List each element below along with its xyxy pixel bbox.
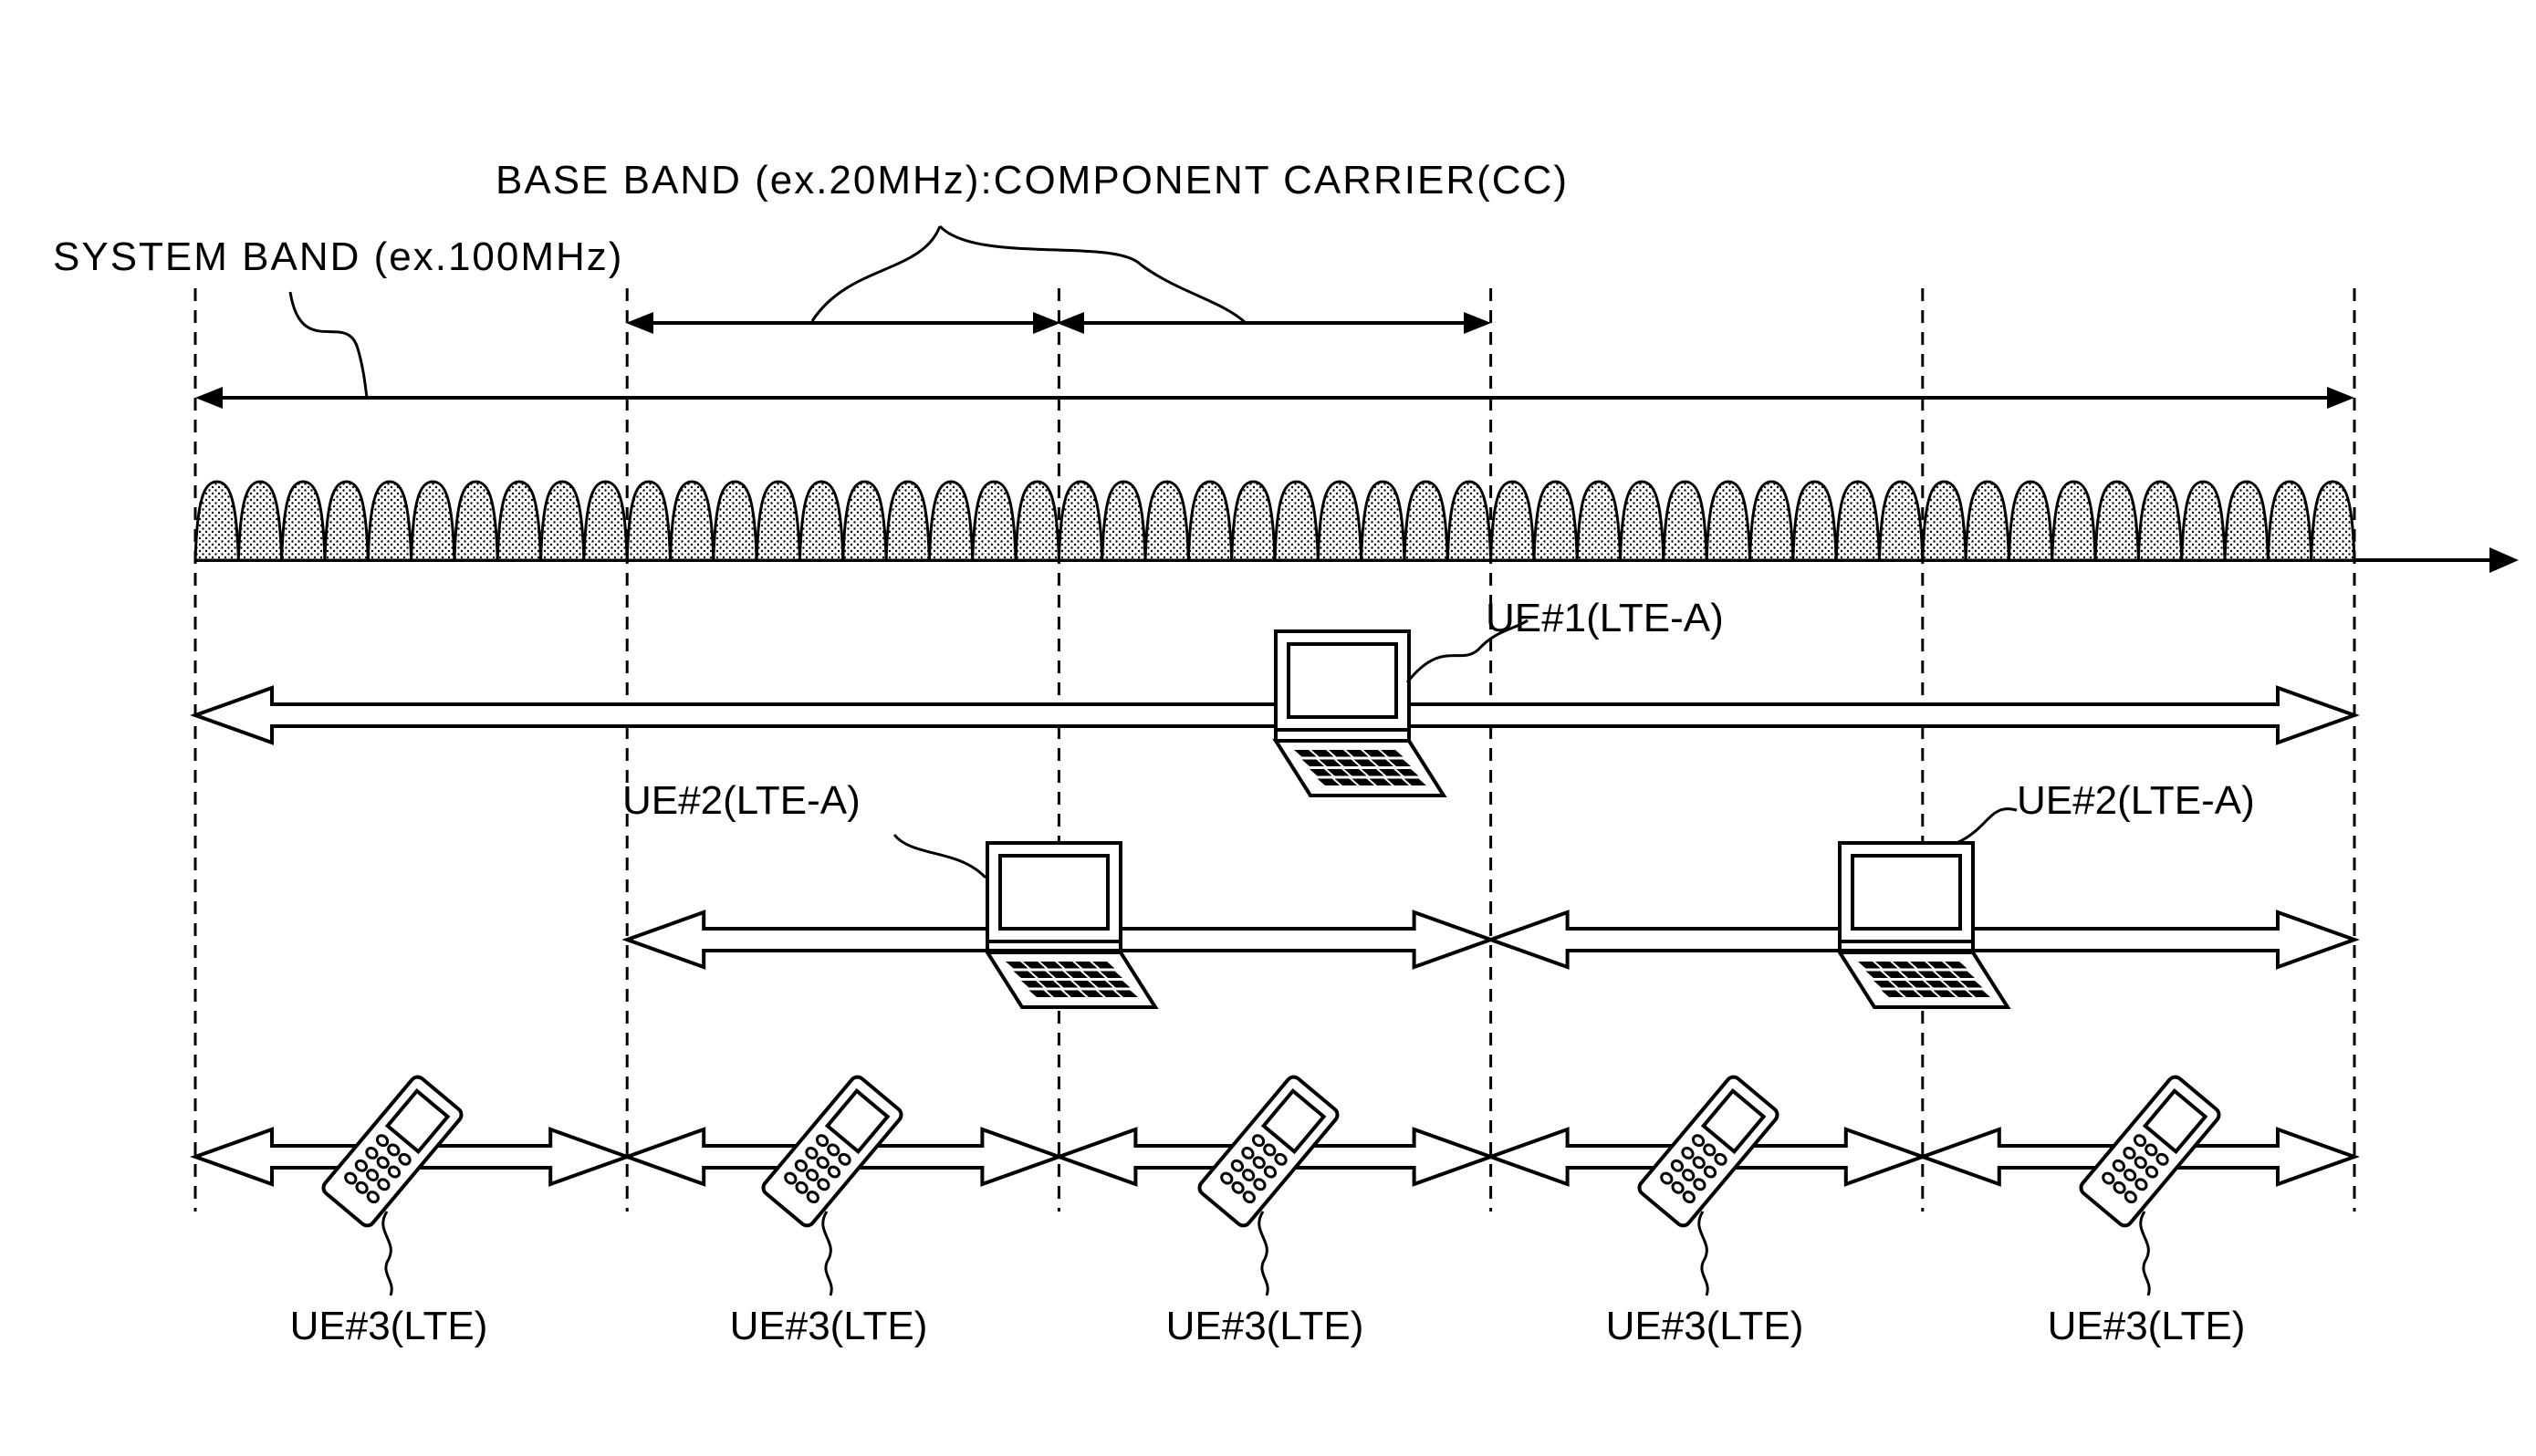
ue3-leader bbox=[823, 1212, 831, 1295]
subcarrier bbox=[1706, 482, 1749, 560]
ue3-label: UE#3(LTE) bbox=[290, 1304, 488, 1348]
subcarrier bbox=[1016, 482, 1059, 560]
subcarrier bbox=[1404, 482, 1447, 560]
subcarrier bbox=[195, 482, 238, 560]
subcarrier bbox=[973, 482, 1016, 560]
subcarrier bbox=[2268, 482, 2311, 560]
subcarrier bbox=[1491, 482, 1534, 560]
base-band-label: BASE BAND (ex.20MHz):COMPONENT CARRIER(C… bbox=[496, 158, 1569, 203]
subcarrier bbox=[1318, 482, 1361, 560]
subcarrier bbox=[886, 482, 929, 560]
ue3-label: UE#3(LTE) bbox=[2048, 1304, 2246, 1348]
subcarrier bbox=[1275, 482, 1318, 560]
ue3-leader bbox=[1259, 1212, 1268, 1295]
subcarrier bbox=[714, 482, 757, 560]
laptop-icon bbox=[987, 843, 1155, 1007]
subcarrier bbox=[1793, 482, 1836, 560]
subcarrier bbox=[282, 482, 325, 560]
subcarrier bbox=[1145, 482, 1188, 560]
subcarrier bbox=[1664, 482, 1706, 560]
laptop-icon bbox=[1840, 843, 2008, 1007]
subcarrier bbox=[584, 482, 627, 560]
subcarrier bbox=[929, 482, 972, 560]
subcarrier bbox=[541, 482, 584, 560]
subcarrier bbox=[1836, 482, 1879, 560]
subcarrier bbox=[757, 482, 799, 560]
subcarrier bbox=[2052, 482, 2095, 560]
subcarrier bbox=[2138, 482, 2181, 560]
base-band-arrow-2 bbox=[1057, 312, 1491, 334]
subcarrier bbox=[454, 482, 497, 560]
subcarrier bbox=[412, 482, 454, 560]
ue3-leader bbox=[2141, 1212, 2149, 1295]
subcarrier bbox=[1059, 482, 1101, 560]
subcarrier bbox=[1577, 482, 1620, 560]
subcarrier bbox=[1534, 482, 1577, 560]
ue2-bandwidth-arrows bbox=[627, 912, 2354, 967]
subcarrier bbox=[497, 482, 540, 560]
ue3-leader bbox=[1699, 1212, 1707, 1295]
subcarrier bbox=[325, 482, 368, 560]
ue3-label: UE#3(LTE) bbox=[1606, 1304, 1804, 1348]
ue2-left-label: UE#2(LTE-A) bbox=[622, 778, 861, 823]
subcarrier bbox=[1923, 482, 1966, 560]
subcarrier bbox=[1102, 482, 1145, 560]
subcarrier bbox=[1188, 482, 1231, 560]
subcarrier bbox=[1621, 482, 1664, 560]
ue1-label: UE#1(LTE-A) bbox=[1486, 596, 1724, 640]
subcarrier bbox=[1362, 482, 1404, 560]
subcarrier bbox=[2225, 482, 2268, 560]
subcarrier bbox=[1966, 482, 2009, 560]
ue3-label: UE#3(LTE) bbox=[1166, 1304, 1364, 1348]
cc-boundary-lines bbox=[195, 288, 2354, 1212]
system-band-arrow bbox=[195, 387, 2354, 409]
subcarrier bbox=[799, 482, 842, 560]
subcarrier bbox=[627, 482, 670, 560]
ue3-leader bbox=[383, 1212, 391, 1295]
subcarrier bbox=[2009, 482, 2051, 560]
ue-leaders bbox=[894, 620, 2017, 878]
ue2-right-label: UE#2(LTE-A) bbox=[2017, 778, 2255, 823]
system-band-label: SYSTEM BAND (ex.100MHz) bbox=[53, 234, 623, 279]
subcarrier bbox=[2182, 482, 2225, 560]
subcarrier-spectrum bbox=[195, 482, 2354, 560]
subcarrier bbox=[1879, 482, 1922, 560]
subcarrier bbox=[368, 482, 411, 560]
base-band-arrow-1 bbox=[626, 312, 1060, 334]
subcarrier bbox=[1232, 482, 1275, 560]
ue3-label: UE#3(LTE) bbox=[730, 1304, 928, 1348]
subcarrier bbox=[671, 482, 714, 560]
subcarrier bbox=[1750, 482, 1793, 560]
subcarrier bbox=[1447, 482, 1490, 560]
subcarrier bbox=[2095, 482, 2138, 560]
subcarrier bbox=[238, 482, 281, 560]
subcarrier bbox=[843, 482, 886, 560]
subcarrier bbox=[2312, 482, 2354, 560]
